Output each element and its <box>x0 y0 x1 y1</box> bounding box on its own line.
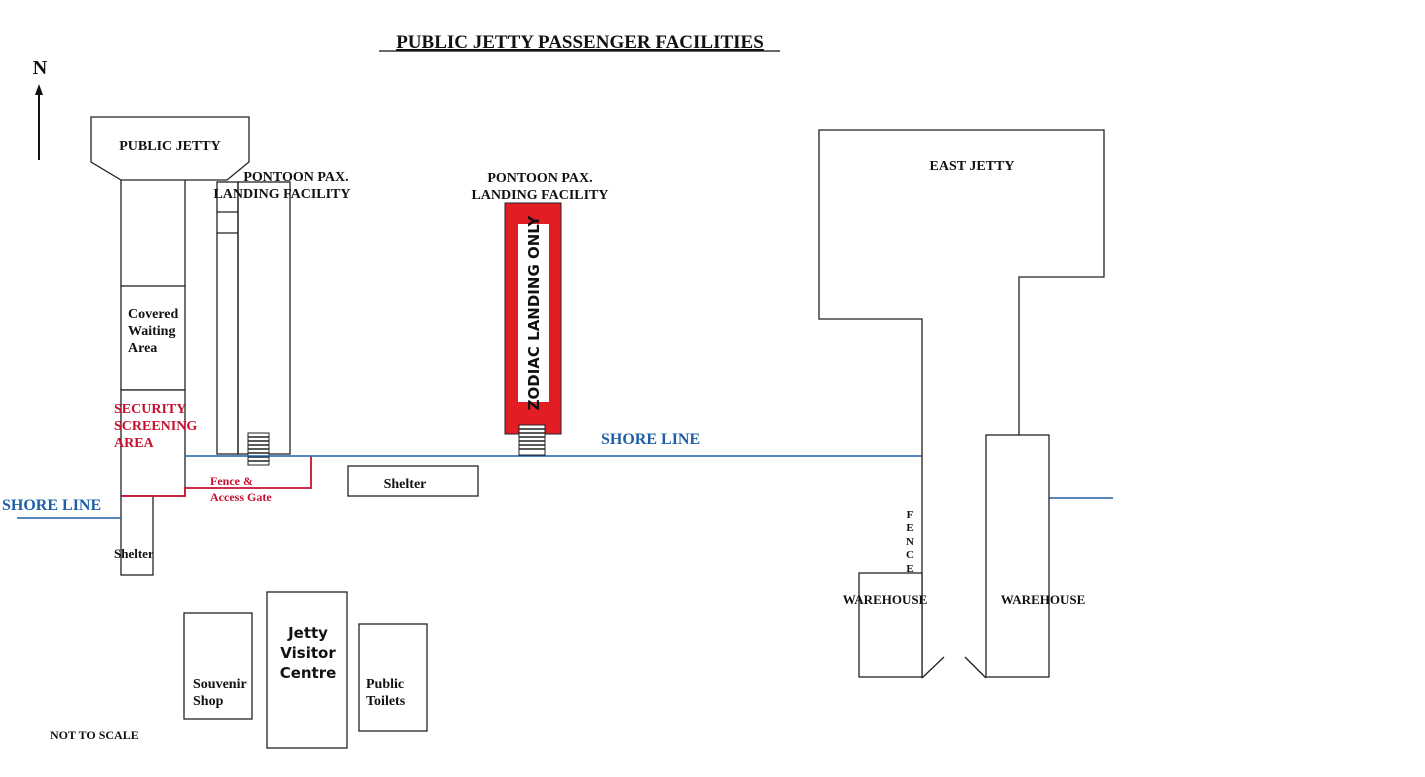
fence-letter-5: E <box>906 563 913 575</box>
fence-access-gate <box>121 456 312 497</box>
shelter-center-label: Shelter <box>384 477 427 492</box>
visitor-centre-line3: Centre <box>280 664 337 682</box>
visitor-centre-line1: Jetty <box>287 624 328 642</box>
pontoon-1-label-line1: PONTOON PAX. <box>243 170 348 185</box>
east-jetty-outline <box>818 129 1105 456</box>
public-jetty-head <box>90 116 250 181</box>
fence-letter-3: N <box>906 536 914 548</box>
souvenir-line2: Shop <box>193 694 224 709</box>
security-line3: AREA <box>114 436 155 451</box>
fence-letter-2: E <box>906 522 913 534</box>
shelter-left <box>120 495 154 576</box>
warehouse-right-label: WAREHOUSE <box>1001 592 1086 607</box>
security-line1: SECURITY <box>114 402 186 417</box>
east-jetty-label: EAST JETTY <box>930 159 1015 174</box>
public-jetty-label: PUBLIC JETTY <box>119 139 221 154</box>
shore-line-right-label: SHORE LINE <box>601 431 700 448</box>
zodiac-landing-label: ZODIAC LANDING ONLY <box>525 215 543 411</box>
pontoon-2-stairs-icon <box>518 424 546 456</box>
gate-swing-left <box>921 656 945 679</box>
visitor-centre-line2: Visitor <box>280 644 336 662</box>
pontoon-1-stairs-icon <box>247 432 270 466</box>
covered-waiting-line2: Waiting <box>128 324 175 339</box>
shelter-center <box>347 465 479 497</box>
fence-gate-line2: Access Gate <box>210 490 272 504</box>
warehouse-right <box>985 434 1050 678</box>
fence-letter-1: F <box>907 509 914 521</box>
fence-letter-4: C <box>906 549 914 561</box>
security-screening-area <box>120 389 186 497</box>
shelter-left-label: Shelter <box>114 546 154 561</box>
shore-line-left-label: SHORE LINE <box>2 497 101 514</box>
covered-waiting-line1: Covered <box>128 307 178 322</box>
fence-gate-line1: Fence & <box>210 474 253 488</box>
souvenir-shop <box>183 612 253 720</box>
pontoon-1-deck <box>237 181 291 455</box>
north-label: N <box>33 57 48 79</box>
zodiac-label-panel <box>518 224 549 402</box>
pontoon-1-label-line2: LANDING FACILITY <box>213 187 350 202</box>
pontoon-2-label-line2: LANDING FACILITY <box>471 188 608 203</box>
not-to-scale-note: NOT TO SCALE <box>50 728 139 742</box>
souvenir-line1: Souvenir <box>193 677 247 692</box>
security-line2: SCREENING <box>114 419 197 434</box>
pontoon-2-label-line1: PONTOON PAX. <box>487 171 592 186</box>
covered-waiting-area <box>120 285 186 391</box>
warehouse-left-label: WAREHOUSE <box>843 592 928 607</box>
map-title: PUBLIC JETTY PASSENGER FACILITIES <box>396 32 764 53</box>
toilets-line1: Public <box>366 677 404 692</box>
covered-waiting-line3: Area <box>128 341 157 356</box>
pontoon-1-walkway <box>216 181 239 455</box>
warehouse-left <box>858 572 923 678</box>
jetty-visitor-centre <box>266 591 348 749</box>
public-toilets <box>358 623 428 732</box>
toilets-line2: Toilets <box>366 694 406 709</box>
gate-swing-right <box>964 656 987 679</box>
north-arrow-icon <box>35 84 43 160</box>
